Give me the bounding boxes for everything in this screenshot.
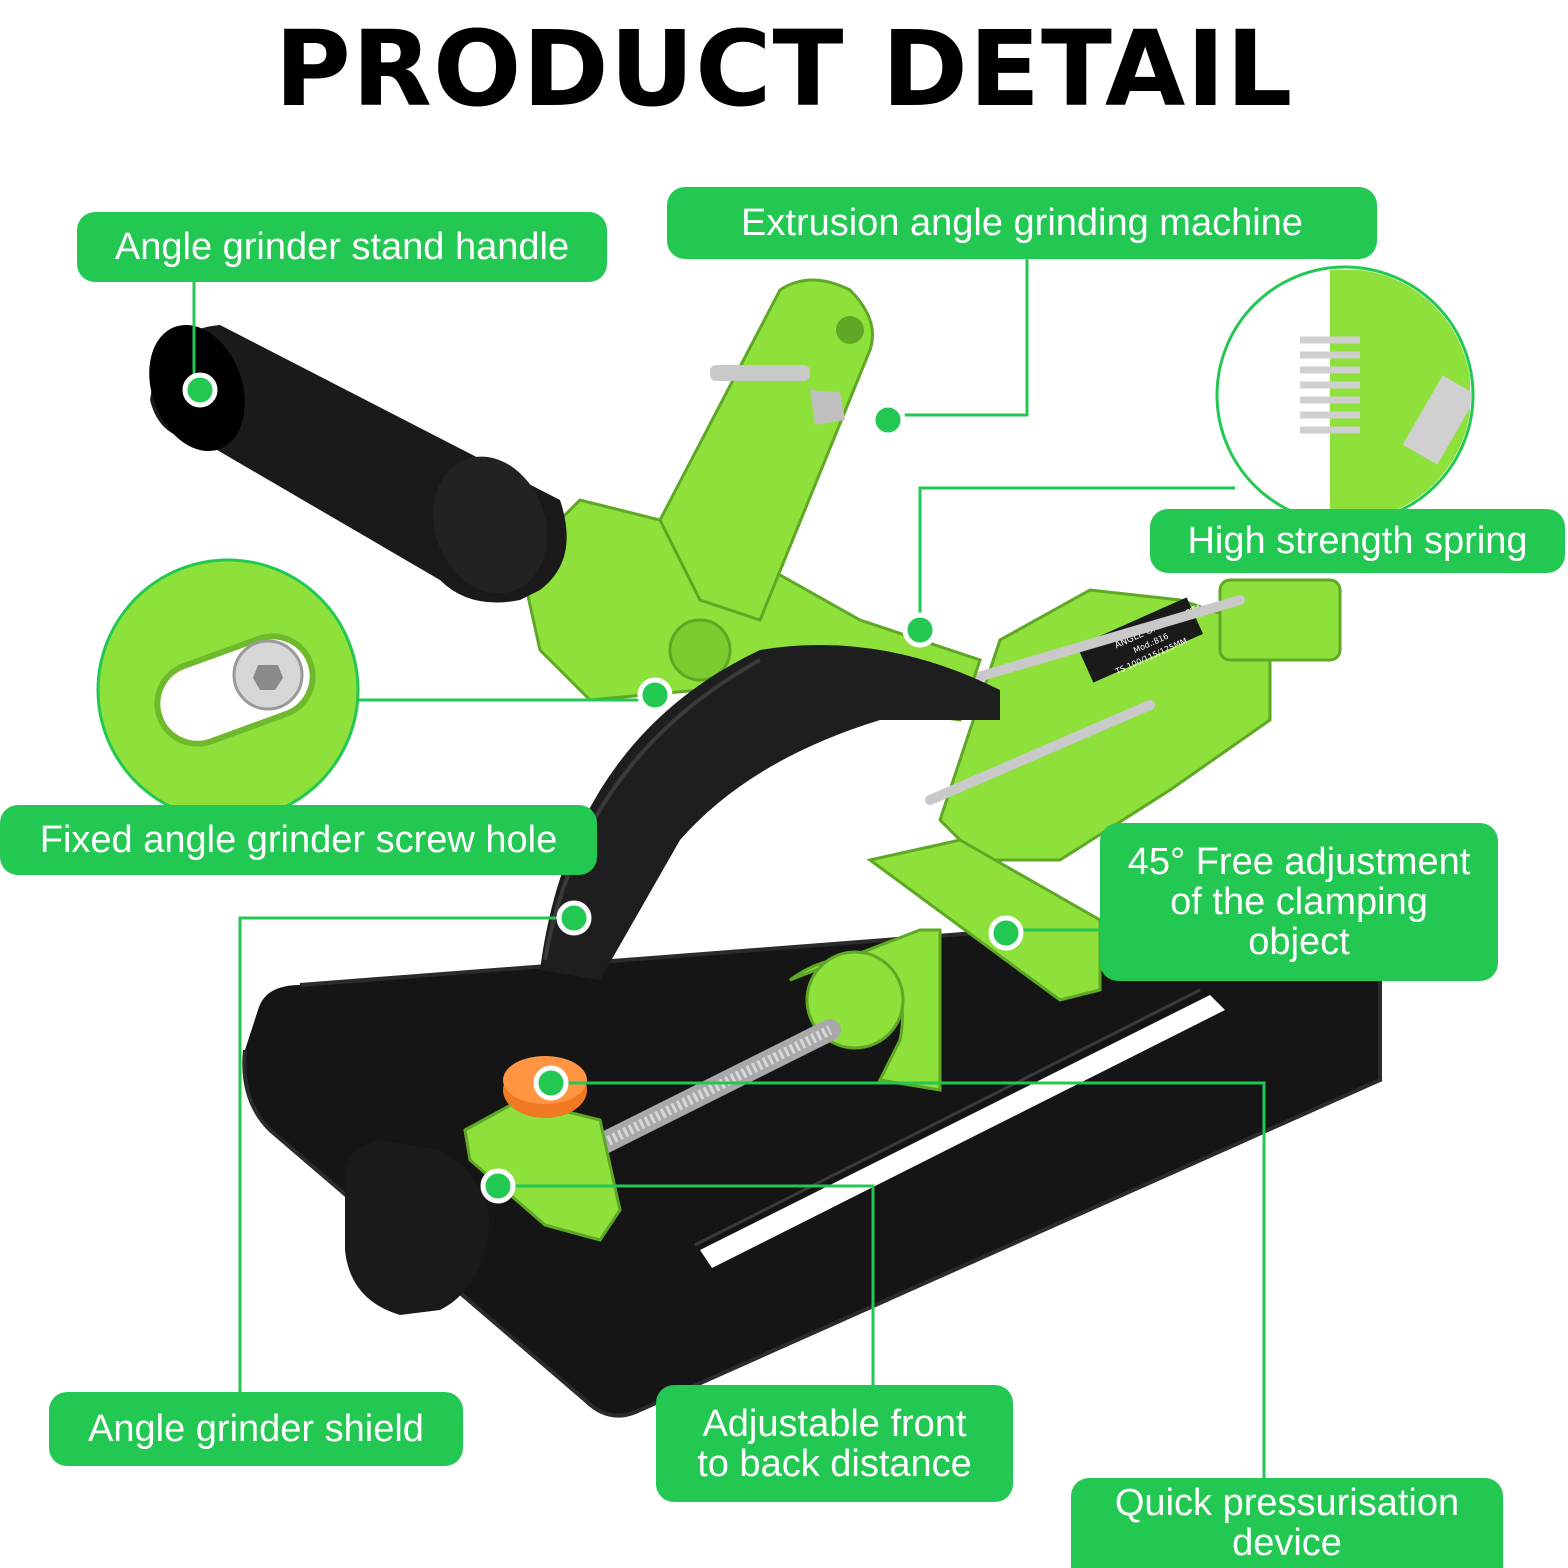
inset-spring-detail	[1215, 265, 1475, 525]
black-knob	[344, 1140, 490, 1315]
label-stand-handle: Angle grinder stand handle	[77, 212, 607, 282]
grinder-shield	[540, 645, 1000, 980]
page-title: PRODUCT DETAIL	[274, 8, 1294, 130]
leader-lines	[192, 258, 1266, 1478]
label-extrusion-machine: Extrusion angle grinding machine	[667, 187, 1377, 259]
label-clamping-adjustment: 45° Free adjustment of the clamping obje…	[1100, 823, 1498, 981]
label-quick-pressurisation: Quick pressurisation device	[1071, 1478, 1503, 1568]
clamp-plate	[789, 838, 1102, 1092]
label-screw-hole: Fixed angle grinder screw hole	[0, 805, 597, 875]
arm-assembly	[518, 278, 982, 722]
label-high-strength-spring: High strength spring	[1150, 509, 1565, 573]
marker-dots	[182, 372, 1024, 1204]
label-front-back-distance: Adjustable front to back distance	[656, 1385, 1013, 1502]
label-grinder-shield: Angle grinder shield	[49, 1392, 463, 1466]
inset-screw-hole-detail	[96, 558, 360, 822]
handle	[149, 325, 567, 603]
